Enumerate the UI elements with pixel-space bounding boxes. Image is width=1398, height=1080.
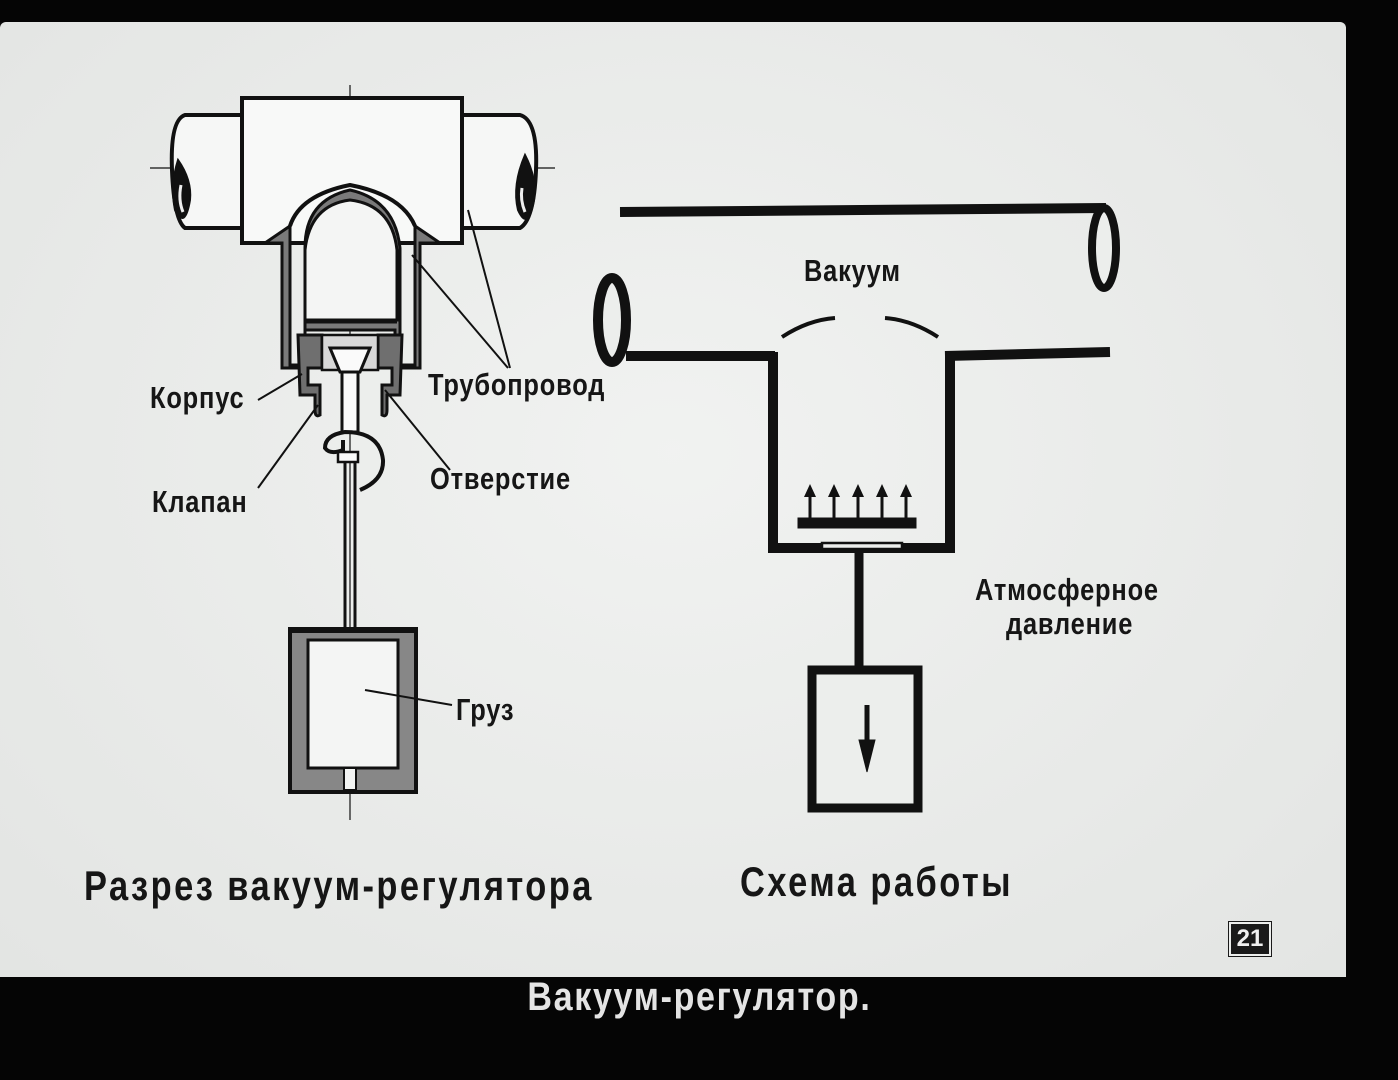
slide-caption: Вакуум-регулятор. [0,975,1398,1020]
label-otverstie: Отверстие [430,461,571,496]
label-klapan: Клапан [152,484,248,519]
section-left-title: Разрез вакуум-регулятора [84,862,594,909]
caption-text: Вакуум-регулятор. [526,975,872,1019]
label-korpus: Корпус [150,380,245,415]
label-atm-line1: Атмосферное [975,572,1159,607]
label-gruz: Груз [456,692,515,727]
schematic-drawing [593,203,1120,813]
cross-section-drawing [150,85,555,820]
label-truboprovod: Трубопровод [428,367,606,402]
page-number-badge: 21 [1228,921,1272,957]
section-right-title: Схема работы [740,858,1014,905]
label-atm-line2: давление [1006,606,1134,641]
label-vakuum: Вакуум [804,253,901,288]
